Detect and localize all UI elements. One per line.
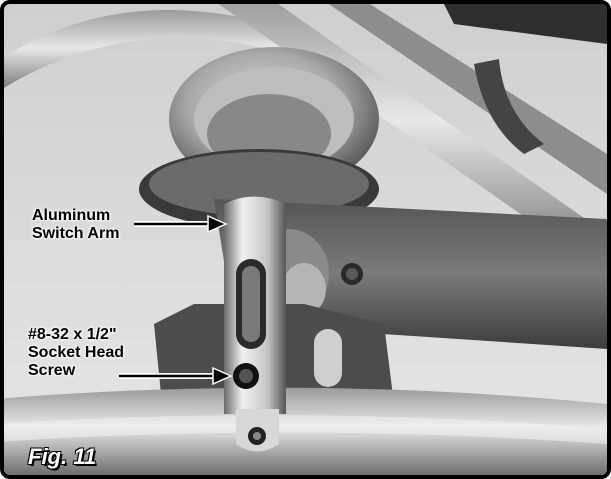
screw-callout-line2: Socket Head — [28, 344, 125, 361]
switch-arm-callout-line1: Aluminum — [32, 207, 111, 224]
switch-arm-callout: Aluminum Switch Arm — [32, 207, 119, 243]
photo-illustration — [4, 4, 607, 475]
figure-label: Fig. 11 — [28, 444, 97, 469]
switch-arm-callout-line2: Switch Arm — [32, 225, 120, 242]
screw-callout: #8-32 x 1/2" Socket Head Screw — [28, 326, 124, 380]
screw-callout-line3: Screw — [28, 362, 76, 379]
screw-callout-line1: #8-32 x 1/2" — [28, 326, 117, 343]
